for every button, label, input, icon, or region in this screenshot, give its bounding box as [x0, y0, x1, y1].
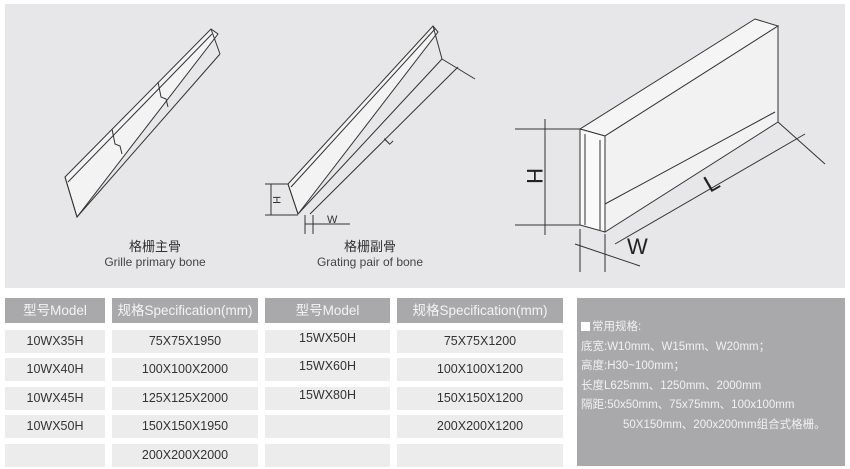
table1-cell-spec: 125X125X2000: [112, 387, 258, 410]
table2-cell-model: 15WX60H: [265, 358, 390, 381]
info-line: 隔距:50x50mm、75x75mm、100x100mm: [581, 399, 795, 411]
table2-cell-spec: [397, 444, 563, 467]
table2-cell-model: 15WX80H: [265, 387, 390, 410]
table2-header-spec: 规格Specification(mm): [397, 298, 563, 323]
table2-cell-spec: 100X100X1200: [397, 358, 563, 381]
product-illustration-panel: H W L H W L 格栅主骨 Grille primary bone 格栅副…: [5, 4, 845, 288]
caption-pair-bone: 格栅副骨 Grating pair of bone: [290, 240, 450, 270]
svg-text:W: W: [327, 214, 338, 226]
table1-cell-spec: 150X150X1950: [112, 415, 258, 438]
info-line: 50X150mm、200x200mm组合式格栅。: [623, 418, 826, 431]
svg-text:H: H: [270, 196, 282, 204]
svg-text:W: W: [627, 234, 648, 259]
caption-primary-bone: 格栅主骨 Grille primary bone: [75, 240, 235, 270]
info-title: 常用规格:: [592, 321, 642, 333]
table1-cell-model: 10WX45H: [5, 387, 105, 410]
table1-cell-spec: 200X200X2000: [112, 444, 258, 467]
table1-cell-spec: 100X100X2000: [112, 358, 258, 381]
table1-header-spec: 规格Specification(mm): [112, 298, 258, 323]
table1-cell-model: [5, 444, 105, 467]
caption-en: Grating pair of bone: [316, 255, 424, 269]
pair-bone-drawing: H W L: [265, 25, 476, 234]
table1-cell-model: 10WX35H: [5, 330, 105, 353]
common-specs-panel: 常用规格: 底宽:W10mm、W15mm、W20mm； 高度:H30~100mm…: [577, 298, 845, 466]
caption-cn: 格栅副骨: [343, 240, 396, 255]
table1-header-model: 型号Model: [5, 298, 105, 323]
table1-cell-model: 10WX40H: [5, 358, 105, 381]
table2-cell-spec: 200X200X1200: [397, 415, 563, 438]
table1-cell-model: 10WX50H: [5, 415, 105, 438]
table2-cell-spec: 75X75X1200: [397, 330, 563, 353]
svg-text:H: H: [522, 168, 547, 184]
square-bullet-icon: [581, 322, 590, 331]
table2-cell-spec: 150X150X1200: [397, 387, 563, 410]
grille-drawings: H W L H W L: [64, 18, 826, 272]
info-line: 长度L625mm、1250mm、2000mm: [581, 379, 762, 392]
primary-bone-drawing: [64, 28, 221, 219]
caption-en: Grille primary bone: [104, 255, 206, 269]
caption-cn: 格栅主骨: [128, 240, 181, 255]
table2-cell-model: 15WX50H: [265, 330, 390, 353]
info-line: 高度:H30~100mm；: [581, 360, 685, 372]
box-profile-drawing: H W L: [515, 18, 826, 272]
svg-text:L: L: [381, 133, 396, 148]
info-line: 底宽:W10mm、W15mm、W20mm；: [581, 340, 771, 353]
table2-header-model: 型号Model: [265, 298, 390, 323]
table2-cell-model: [265, 415, 390, 438]
table1-cell-spec: 75X75X1950: [112, 330, 258, 353]
table2-cell-model: [265, 444, 390, 467]
